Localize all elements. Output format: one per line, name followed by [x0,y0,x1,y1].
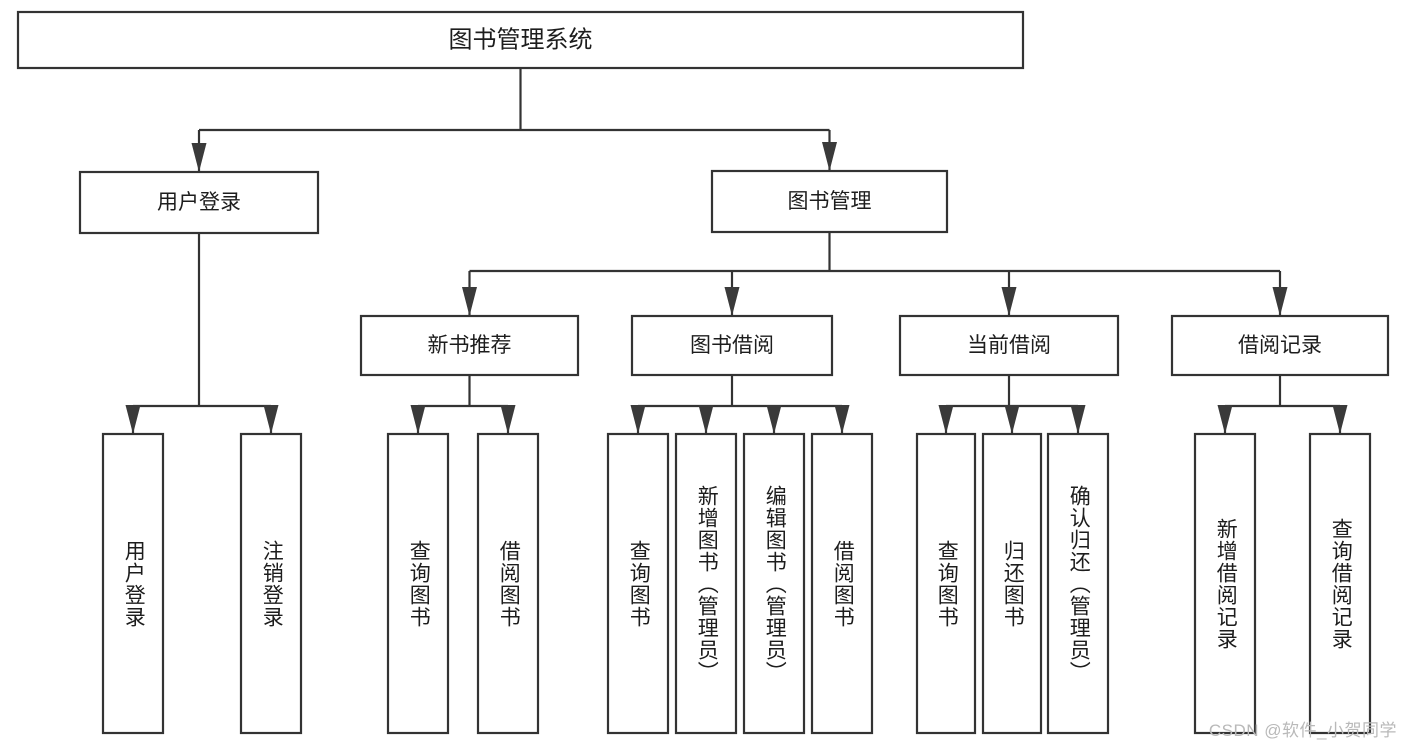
node-leaf-query-borrow-record[interactable] [1308,432,1372,735]
node-user-login[interactable] [78,170,320,235]
boxes-layer [16,10,1390,735]
node-leaf-borrow-book[interactable] [810,432,874,735]
level2-to-level3-arrowhead-icon-2 [1001,287,1017,316]
node-book-borrow[interactable] [630,314,834,377]
level2-to-level3-arrowhead-icon-1 [724,287,740,316]
node-leaf-user-login[interactable] [101,432,165,735]
node-book-manage[interactable] [710,169,949,234]
node-borrow-record-label: 借阅记录 [1238,334,1322,357]
node-leaf-query-book-borrow[interactable] [606,432,670,735]
node-leaf-return-book[interactable] [981,432,1043,735]
node-leaf-query-book-rec[interactable] [386,432,450,735]
node-new-book-rec[interactable] [359,314,580,377]
node-leaf-add-book-admin[interactable] [674,432,738,735]
connectors-layer [125,68,1348,434]
node-current-borrow[interactable] [898,314,1120,377]
root-to-level2-arrowhead-icon-1 [822,142,837,171]
node-user-login-label: 用户登录 [157,191,241,214]
node-new-book-rec-label: 新书推荐 [428,334,512,357]
parent-user-login-to-leaves-arrowhead-icon-0 [125,405,141,434]
node-borrow-record[interactable] [1170,314,1390,377]
parent-new-book-rec-to-leaves-arrowhead-icon-0 [410,405,426,434]
parent-current-borrow-to-leaves-arrowhead-icon-2 [1070,405,1086,434]
root-to-level2-arrowhead-icon-0 [191,143,207,172]
parent-borrow-record-to-leaves-arrowhead-icon-0 [1217,405,1233,434]
parent-current-borrow-to-leaves-arrowhead-icon-1 [1004,405,1020,434]
node-leaf-user-logout[interactable] [239,432,303,735]
node-leaf-query-book-cur[interactable] [915,432,977,735]
level2-to-level3-arrowhead-icon-3 [1272,287,1288,316]
node-leaf-borrow-book-rec[interactable] [476,432,540,735]
parent-book-borrow-to-leaves-arrowhead-icon-1 [698,405,714,434]
parent-new-book-rec-to-leaves-arrowhead-icon-1 [500,405,516,434]
node-book-manage-label: 图书管理 [788,190,872,213]
node-root-label: 图书管理系统 [449,26,593,53]
node-leaf-confirm-return-admin[interactable] [1046,432,1110,735]
parent-book-borrow-to-leaves-arrowhead-icon-2 [766,405,782,434]
parent-book-borrow-to-leaves-arrowhead-icon-0 [630,405,646,434]
node-leaf-edit-book-admin[interactable] [742,432,806,735]
node-root[interactable] [16,10,1025,70]
parent-user-login-to-leaves-arrowhead-icon-1 [263,405,279,434]
node-leaf-add-borrow-record[interactable] [1193,432,1257,735]
parent-borrow-record-to-leaves-arrowhead-icon-1 [1332,405,1348,434]
node-current-borrow-label: 当前借阅 [967,334,1051,357]
parent-book-borrow-to-leaves-arrowhead-icon-3 [834,405,850,434]
parent-current-borrow-to-leaves-arrowhead-icon-0 [938,405,954,434]
level2-to-level3-arrowhead-icon-0 [462,287,477,316]
watermark: CSDN @软件_小贺同学 [1208,721,1397,740]
node-book-borrow-label: 图书借阅 [690,334,774,357]
